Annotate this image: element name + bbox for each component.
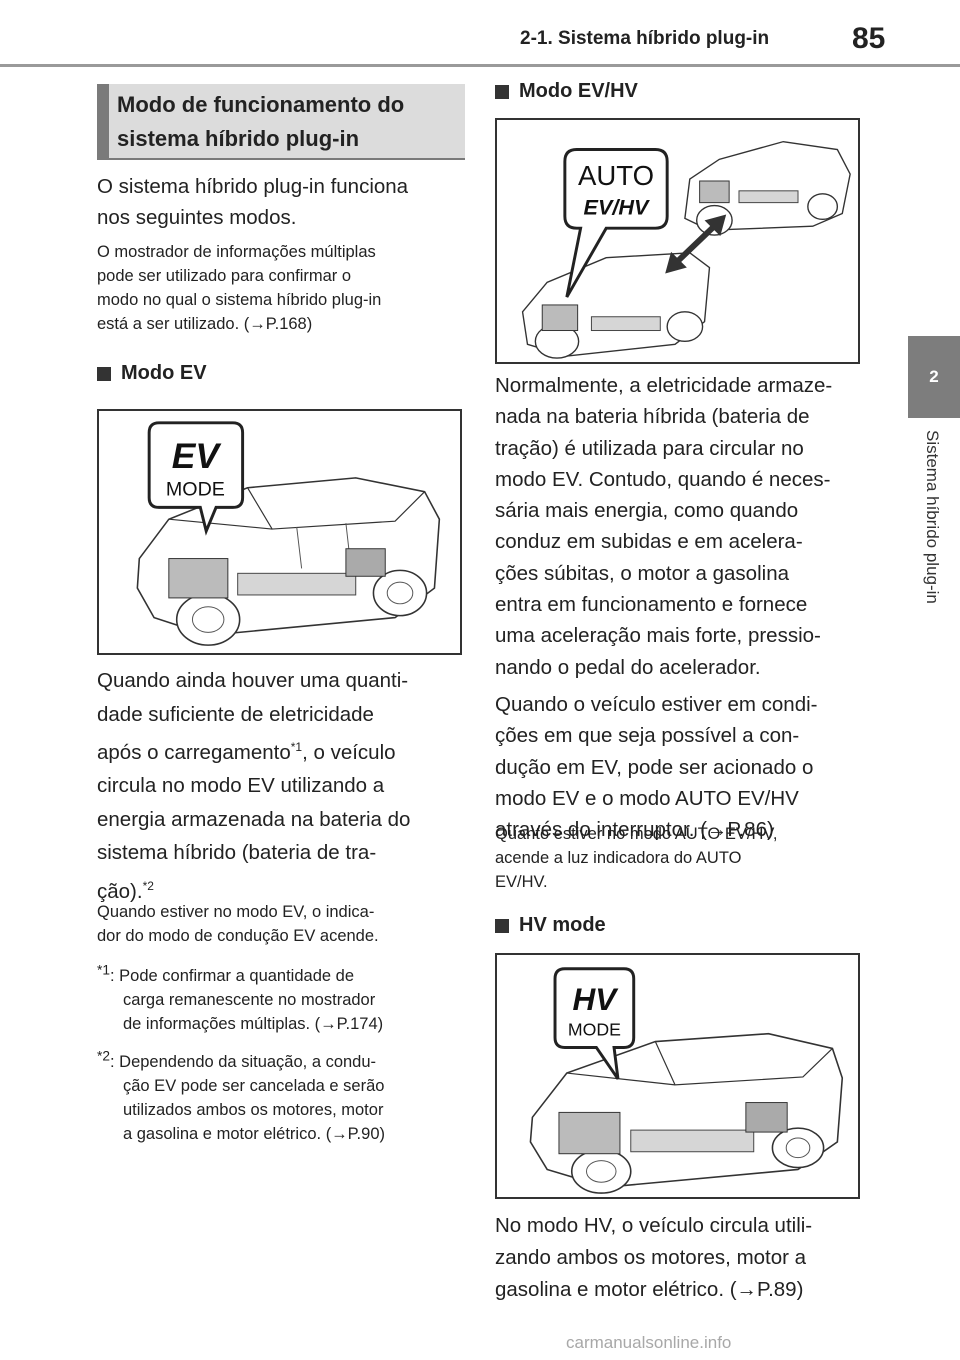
section-heading: Modo de funcionamento do sistema híbrido… [97,84,465,160]
note-line: modo no qual o sistema híbrido plug-in [97,291,382,309]
footnote-ref-1: *1 [290,740,303,754]
ev-line: Quando ainda houver uma quanti- [97,669,409,692]
auto-line: modo EV. Contudo, quando é neces- [495,467,831,491]
auto-line: nando o pedal do acelerador. [495,655,761,679]
ev-line-part: após o carregamento [97,740,291,764]
footnote-1-line: de informações múltiplas. (→P.174) [123,1014,384,1033]
chapter-side-label: Sistema híbrido plug-in [910,430,954,670]
auto-cars-illustration: AUTO EV/HV [521,140,851,359]
ev-line-part: ção). [97,879,143,903]
hv-mode-heading: HV mode [495,914,606,937]
footnote-1-mark: *1 [97,962,110,977]
ev-line: dade suficiente de eletricidade [97,702,374,726]
hv-mode-heading-text: HV mode [519,914,606,936]
square-bullet-icon [495,84,509,99]
section-heading-line1: Modo de funcionamento do [117,92,405,117]
auto-mode-note: Quanto estiver no modo AUTO EV/HV, acend… [495,822,777,894]
auto-line: sária mais energia, como quando [495,499,799,523]
footnote-2-line: utilizados ambos os motores, motor [123,1100,384,1119]
note-line: está a ser utilizado. (→P.168) [97,315,313,333]
note-line: O mostrador de informações múltiplas [97,243,376,261]
auto-line: através do interruptor. (→P.86) [495,818,774,842]
note-line: pode ser utilizado para confirmar o [97,267,352,285]
ev-mode-paragraph: Quando ainda houver uma quanti- dade suf… [97,664,410,908]
hv-badge-bottom: MODE [568,1020,621,1040]
hv-line: zando ambos os motores, motor a [495,1246,807,1269]
intro-note: O mostrador de informações múltiplas pod… [97,240,381,336]
auto-mode-paragraph: Normalmente, a eletricidade armaze- nada… [495,370,832,845]
hv-line: gasolina e motor elétrico. (→P.89) [495,1278,804,1301]
footnote-2-first: *2: Dependendo da situação, a condu- [97,1048,377,1071]
auto-line: nada na bateria híbrida (bateria de [495,405,810,429]
footnote-ref-2: *2 [142,878,154,893]
ev-line: circula no modo EV utilizando a [97,774,385,798]
auto-badge-top: AUTO [578,160,654,191]
hv-mode-paragraph: No modo HV, o veículo circula utili- zan… [495,1210,812,1306]
auto-line: Normalmente, a eletricidade armaze- [495,374,833,397]
auto-note-line: Quanto estiver no modo AUTO EV/HV, [495,825,778,843]
auto-line: modo EV e o modo AUTO EV/HV [495,786,799,810]
footnote-1-line: : Pode confirmar a quantidade de [110,966,354,985]
section-heading-line2: sistema híbrido plug-in [117,126,360,151]
intro-line: O sistema híbrido plug-in funciona [97,175,409,198]
auto-mode-heading-text: Modo EV/HV [519,80,638,102]
auto-line: Quando o veículo estiver em condi- [495,692,818,716]
ev-mode-note: Quando estiver no modo EV, o indica- dor… [97,900,379,948]
ev-line: energia armazenada na bateria do [97,807,411,831]
ev-note-line: Quando estiver no modo EV, o indica- [97,903,375,921]
auto-line: dução em EV, pode ser acionado o [495,755,814,779]
page-number: 85 [852,22,886,55]
footnote-1: *1: Pode confirmar a quantidade de carga… [97,958,383,1036]
watermark: carmanualsonline.info [566,1333,732,1352]
auto-mode-figure: AUTO EV/HV [495,118,860,364]
auto-note-line: EV/HV. [495,873,548,891]
auto-line: uma aceleração mais forte, pressio- [495,624,821,648]
auto-note-line: acende a luz indicadora do AUTO [495,849,742,867]
ev-line: sistema híbrido (bateria de tra- [97,841,377,865]
ev-mode-heading: Modo EV [97,362,207,385]
ev-mode-figure: EV MODE [97,409,462,655]
intro-line: nos seguintes modos. [97,206,297,229]
footnote-2-line: : Dependendo da situação, a condu- [110,1052,377,1071]
ev-note-line: dor do modo de condução EV acende. [97,927,379,945]
square-bullet-icon [495,918,509,933]
header-title: 2-1. Sistema híbrido plug-in [520,28,770,49]
hv-car-illustration: HV MODE [529,967,844,1194]
ev-car-illustration: EV MODE [136,421,441,646]
footnote-1-first: *1: Pode confirmar a quantidade de [97,962,354,985]
footnote-1-line: carga remanescente no mostrador [123,990,376,1009]
auto-badge-bottom: EV/HV [584,194,650,219]
ev-line-part: , o veículo [302,740,396,764]
ev-mode-heading-text: Modo EV [121,362,207,384]
header-divider [0,64,960,67]
auto-line: entra em funcionamento e fornece [495,593,808,617]
ev-line: após o carregamento*1, o veículo [97,731,410,769]
auto-line: tração) é utilizada para circular no [495,436,804,460]
ev-badge-bottom: MODE [166,479,225,501]
chapter-tab[interactable]: 2 [908,336,960,418]
auto-line: ções em que seja possível a con- [495,724,800,748]
chapter-side-label-text: Sistema híbrido plug-in [923,430,942,604]
footnote-2-line: a gasolina e motor elétrico. (→P.90) [123,1124,385,1143]
footnote-2: *2: Dependendo da situação, a condu- ção… [97,1044,385,1146]
auto-line: conduz em subidas e em acelera- [495,530,803,554]
hv-badge-top: HV [573,982,620,1017]
intro-paragraph: O sistema híbrido plug-in funciona nos s… [97,171,408,233]
ev-badge-top: EV [172,436,223,476]
auto-line: ções súbitas, o motor a gasolina [495,561,789,585]
ev-line: ção).*2 [97,870,410,908]
footnote-2-line: ção EV pode ser cancelada e serão [123,1076,385,1095]
auto-mode-heading: Modo EV/HV [495,80,638,103]
hv-mode-figure: HV MODE [495,953,860,1199]
square-bullet-icon [97,366,111,381]
footnote-2-mark: *2 [97,1048,110,1063]
hv-line: No modo HV, o veículo circula utili- [495,1214,813,1237]
